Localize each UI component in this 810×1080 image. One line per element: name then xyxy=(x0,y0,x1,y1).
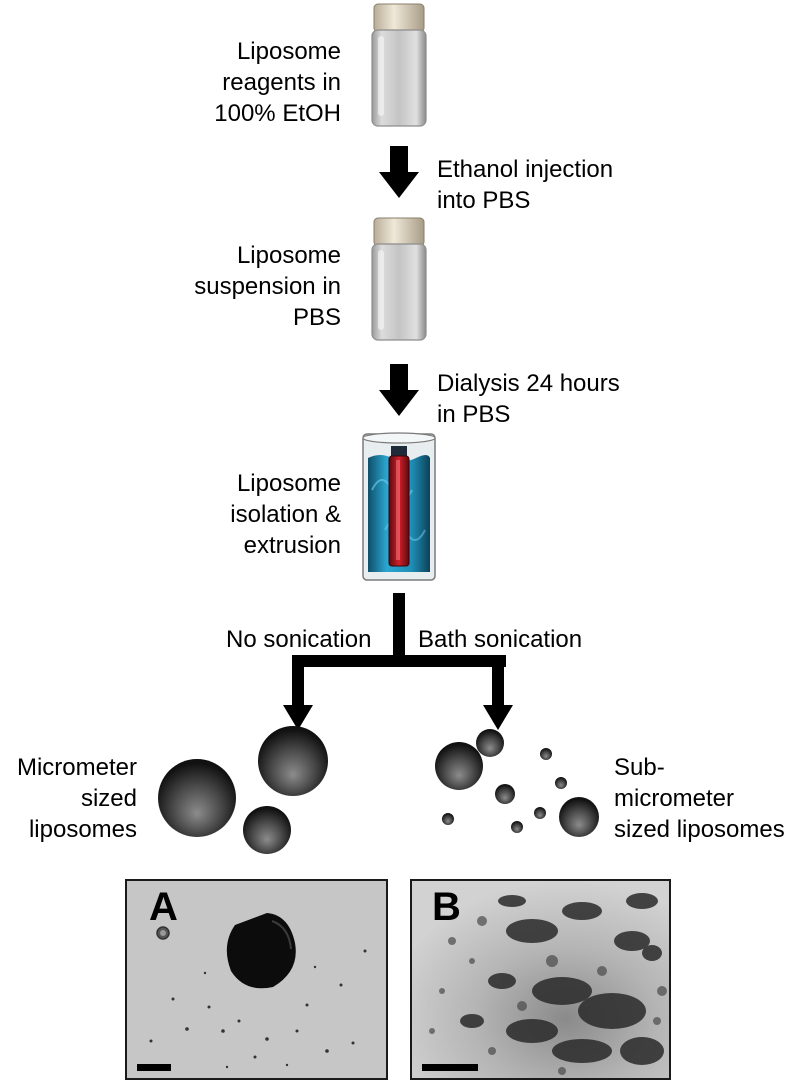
branch-label-bath-sonication: Bath sonication xyxy=(418,626,583,653)
outcome-label-submicrometer: Sub- micrometer sized liposomes xyxy=(614,754,785,843)
down-arrow-icon xyxy=(379,146,419,198)
micrograph-panel-a: A xyxy=(125,879,388,1080)
micrograph-a-image xyxy=(127,881,386,1078)
dialysis-beaker-icon xyxy=(362,432,436,581)
step-label-isolation: Liposome isolation & extrusion xyxy=(230,470,341,559)
transition-label-dialysis: Dialysis 24 hours in PBS xyxy=(437,370,620,428)
step-label-suspension: Liposome suspension in PBS xyxy=(194,242,341,331)
vial-icon xyxy=(371,3,427,127)
panel-label-b: B xyxy=(432,885,461,929)
panel-label-a: A xyxy=(149,885,178,929)
down-arrow-icon xyxy=(379,364,419,416)
branch-connector xyxy=(283,593,513,730)
down-arrow-icon xyxy=(483,705,513,730)
branch-label-no-sonication: No sonication xyxy=(226,626,372,653)
vial-icon xyxy=(371,217,427,341)
micrograph-b-image xyxy=(412,881,669,1078)
micrometer-liposomes-icon xyxy=(158,726,328,854)
step-label-reagents: Liposome reagents in 100% EtOH xyxy=(214,38,341,127)
transition-label-ethanol: Ethanol injection into PBS xyxy=(437,156,614,214)
outcome-label-micrometer: Micrometer sized liposomes xyxy=(16,754,137,843)
down-arrow-icon xyxy=(283,705,313,730)
micrograph-panel-b: B xyxy=(410,879,671,1080)
submicrometer-liposomes-icon xyxy=(435,729,599,837)
